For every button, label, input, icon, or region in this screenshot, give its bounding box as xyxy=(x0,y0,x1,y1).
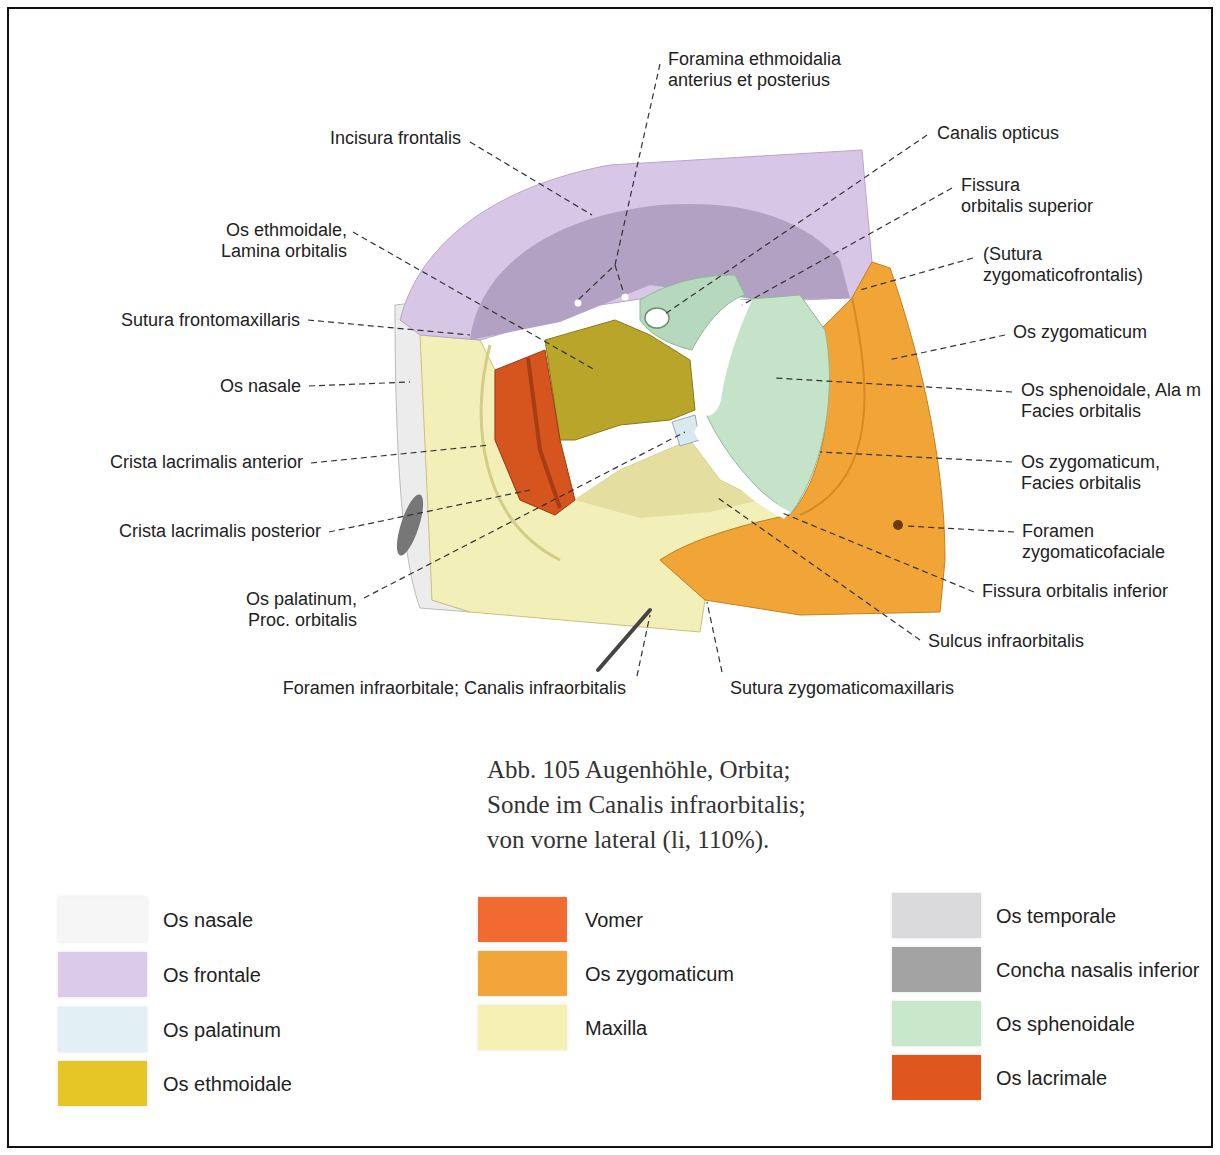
legend-swatch xyxy=(58,1007,147,1052)
leader-line xyxy=(906,526,1014,532)
leader-lines xyxy=(308,64,1014,676)
legend-text: Os nasale xyxy=(163,908,253,932)
legend-text: Maxilla xyxy=(585,1016,647,1040)
part-label: Os nasale xyxy=(220,376,301,397)
legend-text: Os ethmoidale xyxy=(163,1072,292,1096)
leader-line xyxy=(353,232,595,370)
part-label: Fissura orbitalis superior xyxy=(961,175,1093,217)
part-label: Fissura orbitalis inferior xyxy=(982,581,1168,602)
optic-canal xyxy=(645,308,669,328)
legend-text: Os lacrimale xyxy=(996,1066,1107,1090)
leader-line xyxy=(888,335,1005,360)
lacrimal-bone xyxy=(495,350,575,515)
figure-caption: Abb. 105 Augenhöhle, Orbita; Sonde im Ca… xyxy=(487,752,806,857)
part-label: Crista lacrimalis anterior xyxy=(110,452,303,473)
part-label: Os zygomaticum xyxy=(1013,322,1147,343)
part-label: Canalis opticus xyxy=(937,123,1059,144)
part-label: Sutura zygomaticomaxillaris xyxy=(730,678,954,699)
leader-line xyxy=(780,512,974,592)
legend-swatch xyxy=(892,947,981,992)
part-label: Foramen infraorbitale; Canalis infraorbi… xyxy=(283,678,626,699)
legend-text: Vomer xyxy=(585,908,643,932)
legend-swatch xyxy=(478,1005,567,1050)
legend-text: Os palatinum xyxy=(163,1018,281,1042)
legend-swatch xyxy=(892,1055,981,1100)
part-label: Sulcus infraorbitalis xyxy=(928,631,1084,652)
leader-line xyxy=(637,615,650,676)
leader-line xyxy=(775,378,1012,392)
leader-line xyxy=(860,258,973,290)
leader-line xyxy=(311,445,490,463)
ethmoid-foramen xyxy=(575,300,582,307)
greater-wing xyxy=(700,295,829,515)
posterior-crest xyxy=(528,358,560,508)
part-label: Incisura frontalis xyxy=(330,128,461,149)
legend-text: Os zygomaticum xyxy=(585,962,734,986)
part-label: Os zygomaticum, Facies orbitalis xyxy=(1021,452,1160,494)
superior-fissure xyxy=(690,300,752,416)
inferior-concha xyxy=(392,492,429,558)
part-label: Foramen zygomaticofaciale xyxy=(1022,521,1165,563)
part-label: Os ethmoidale, Lamina orbitalis xyxy=(221,220,347,262)
leader-line xyxy=(820,452,1012,462)
leader-line xyxy=(364,432,685,598)
legend-swatch xyxy=(892,1001,981,1046)
leader-line xyxy=(718,498,920,640)
part-label: Os sphenoidale, Ala m Facies orbitalis xyxy=(1021,380,1201,422)
legend-text: Os sphenoidale xyxy=(996,1012,1135,1036)
leader-line xyxy=(742,188,952,305)
leader-line xyxy=(329,490,530,532)
ethmoid-lamina xyxy=(545,320,695,440)
part-label: Foramina ethmoidalia anterius et posteri… xyxy=(668,49,841,91)
leader-line xyxy=(578,64,660,300)
leader-line xyxy=(308,320,470,335)
legend-swatch xyxy=(892,893,981,938)
legend-swatch xyxy=(58,952,147,997)
leader-line xyxy=(470,142,592,215)
part-label: Crista lacrimalis posterior xyxy=(119,521,321,542)
ethmoid-foramen xyxy=(622,294,629,301)
inferior-fissure xyxy=(694,422,790,519)
leader-line xyxy=(309,382,410,386)
part-label: (Sutura zygomaticofrontalis) xyxy=(983,244,1143,286)
legend-swatch xyxy=(58,897,147,942)
legend-swatch xyxy=(58,1061,147,1106)
part-label: Sutura frontomaxillaris xyxy=(121,310,300,331)
legend-swatch xyxy=(478,897,567,942)
part-label: Os palatinum, Proc. orbitalis xyxy=(246,589,357,631)
probe xyxy=(598,610,650,670)
legend-text: Os temporale xyxy=(996,904,1116,928)
leader-line xyxy=(707,602,722,672)
frame xyxy=(8,8,1212,1147)
legend-text: Os frontale xyxy=(163,963,261,987)
legend-text: Concha nasalis inferior xyxy=(996,958,1199,982)
legend-swatch xyxy=(478,951,567,996)
zygomaticofacial-foramen xyxy=(893,520,903,530)
